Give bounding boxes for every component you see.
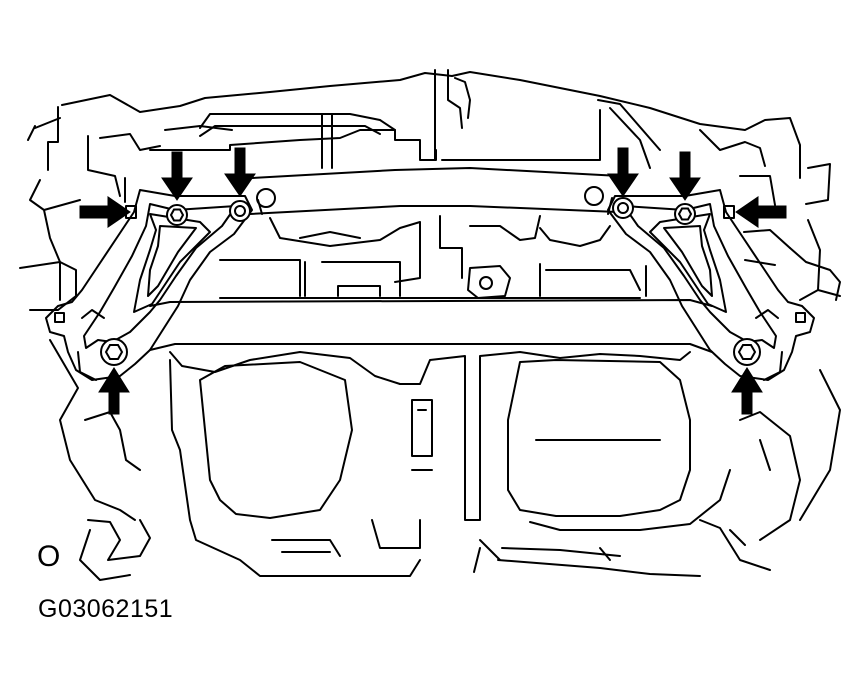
bolts xyxy=(100,197,761,366)
right-suspension-brace xyxy=(607,189,815,381)
arrow-icon xyxy=(161,151,193,201)
bolt-icon xyxy=(674,203,696,225)
corner-mark: O xyxy=(37,540,61,573)
bolt-icon xyxy=(166,204,188,226)
bolt-icon xyxy=(733,338,761,366)
bolt-icon xyxy=(100,338,128,366)
arrow-icon xyxy=(79,196,131,228)
arrow-icon xyxy=(98,367,130,415)
arrow-icon xyxy=(735,196,787,228)
lower-cross-bar xyxy=(149,299,731,577)
bolt-icon xyxy=(229,200,251,222)
arrow-icon xyxy=(607,147,639,197)
indicator-arrows xyxy=(79,147,787,415)
upper-cross-member xyxy=(219,167,647,299)
figure-id: G03062151 xyxy=(38,595,174,623)
bolt-icon xyxy=(612,197,634,219)
arrow-icon xyxy=(669,151,701,201)
arrow-icon xyxy=(731,367,763,415)
arrow-icon xyxy=(224,147,256,197)
background-outline xyxy=(19,69,841,581)
